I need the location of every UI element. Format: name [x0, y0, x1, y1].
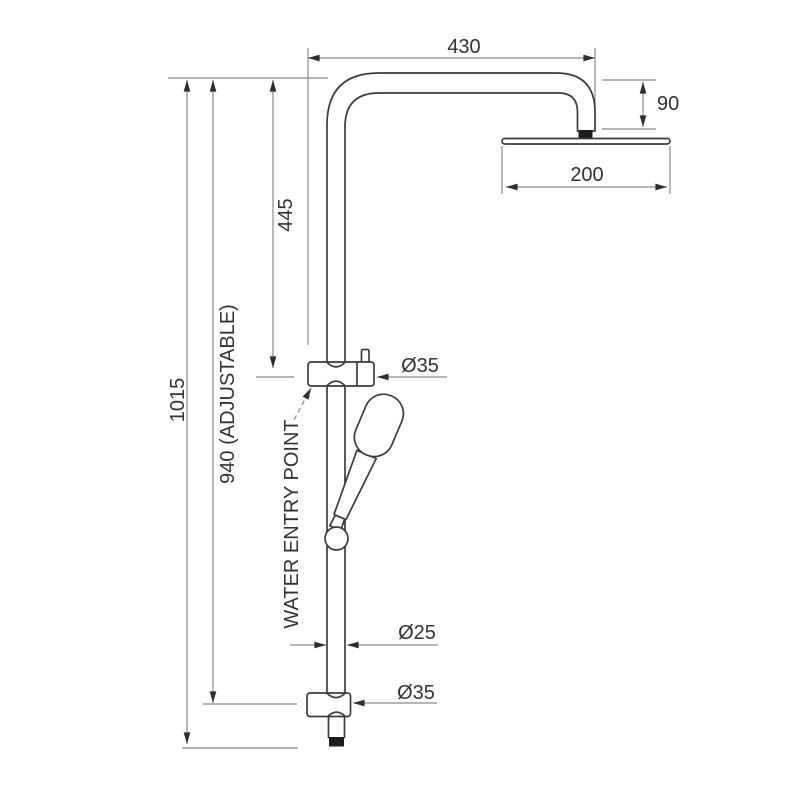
leader-line-water-entry	[293, 387, 312, 421]
hand-shower-head	[353, 393, 405, 458]
rail-and-arm	[326, 72, 596, 695]
dimension-labels: 430 90 200 445 1015 940 (ADJUSTABLE) WAT…	[167, 36, 679, 704]
slider-rail-cap-bottom	[326, 380, 346, 387]
ball-joint	[324, 526, 349, 551]
slider-rail-cap-top	[326, 361, 346, 368]
label-dia35-slider: Ø35	[401, 355, 439, 377]
base-bracket	[306, 692, 352, 747]
label-430: 430	[447, 36, 480, 58]
label-dia25-rail: Ø25	[398, 622, 436, 644]
hand-shower-handle	[333, 449, 378, 521]
label-dia35-base: Ø35	[397, 682, 435, 704]
label-water-entry-point: WATER ENTRY POINT	[281, 419, 303, 628]
label-940-adjustable: 940 (ADJUSTABLE)	[217, 304, 239, 484]
dimension-lines	[168, 48, 671, 749]
outlet-tip	[329, 737, 344, 747]
slider-lock-knob	[360, 348, 370, 364]
slider-bracket	[307, 348, 375, 387]
base-bracket-body	[306, 692, 352, 718]
label-200: 200	[570, 164, 603, 186]
shower-column-outline	[306, 72, 671, 747]
base-rail-cap-bottom	[327, 711, 346, 717]
base-rail-cap-top	[326, 692, 346, 699]
rain-shower-head	[501, 137, 671, 145]
label-445: 445	[275, 198, 297, 231]
label-90: 90	[657, 93, 679, 115]
label-1015: 1015	[167, 378, 189, 423]
outlet-pipe	[327, 715, 346, 739]
head-connector	[578, 130, 593, 139]
